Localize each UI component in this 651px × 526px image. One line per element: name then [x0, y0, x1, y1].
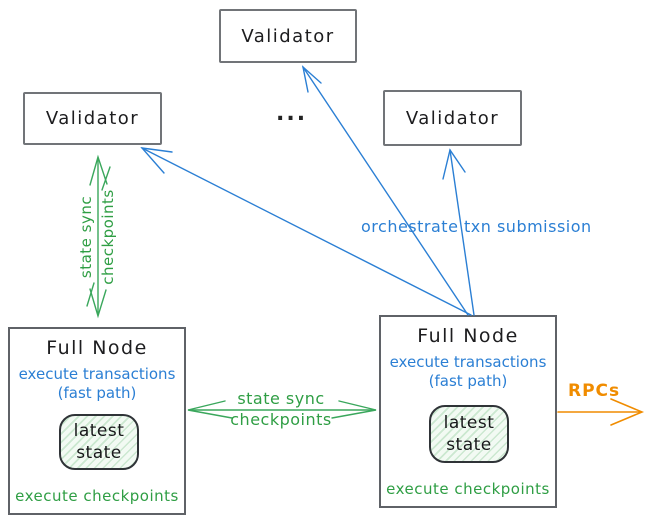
- full-node-left-exec-line2: (fast path): [57, 384, 137, 402]
- label-rpcs: RPCs: [568, 381, 621, 401]
- latest-state-box-right: latest state: [429, 405, 509, 463]
- full-node-left-exec: execute transactions (fast path): [10, 365, 184, 403]
- label-state-sync-horizontal: state sync checkpoints: [216, 388, 346, 430]
- full-node-left-exec-line1: execute transactions: [18, 365, 176, 383]
- full-node-box-left: Full Node execute transactions (fast pat…: [8, 327, 186, 515]
- validator-left-label: Validator: [45, 108, 140, 129]
- latest-state-left-line2: state: [76, 443, 122, 463]
- full-node-right-footer: execute checkpoints: [386, 480, 550, 498]
- label-state-sync-vertical-line1: state sync: [77, 195, 95, 279]
- full-node-right-exec-line2: (fast path): [428, 372, 508, 390]
- full-node-right-title: Full Node: [417, 325, 519, 347]
- label-orchestrate-txn-submission: orchestrate txn submission: [361, 217, 592, 236]
- label-state-sync-horizontal-line2: checkpoints: [230, 410, 332, 429]
- label-state-sync-vertical-line2: checkpoints: [99, 189, 117, 285]
- full-node-right-exec-line1: execute transactions: [389, 353, 547, 371]
- latest-state-box-left: latest state: [59, 414, 139, 470]
- latest-state-right-line1: latest: [443, 413, 495, 433]
- full-node-left-title: Full Node: [46, 337, 148, 359]
- validator-box-right: Validator: [383, 90, 522, 146]
- validator-right-label: Validator: [405, 107, 500, 129]
- latest-state-right-line2: state: [446, 435, 492, 455]
- latest-state-left-line1: latest: [73, 421, 125, 441]
- validator-top-label: Validator: [241, 25, 335, 47]
- full-node-left-footer: execute checkpoints: [15, 487, 179, 505]
- label-state-sync-horizontal-line1: state sync: [237, 389, 325, 408]
- full-node-right-exec: execute transactions (fast path): [381, 353, 555, 391]
- validators-ellipsis: ...: [276, 101, 308, 126]
- label-state-sync-vertical: state sync checkpoints: [75, 162, 119, 312]
- full-node-box-right: Full Node execute transactions (fast pat…: [379, 315, 557, 508]
- validator-box-left: Validator: [23, 92, 162, 145]
- arrow-rpcs: [557, 398, 645, 426]
- validator-box-top: Validator: [219, 9, 357, 63]
